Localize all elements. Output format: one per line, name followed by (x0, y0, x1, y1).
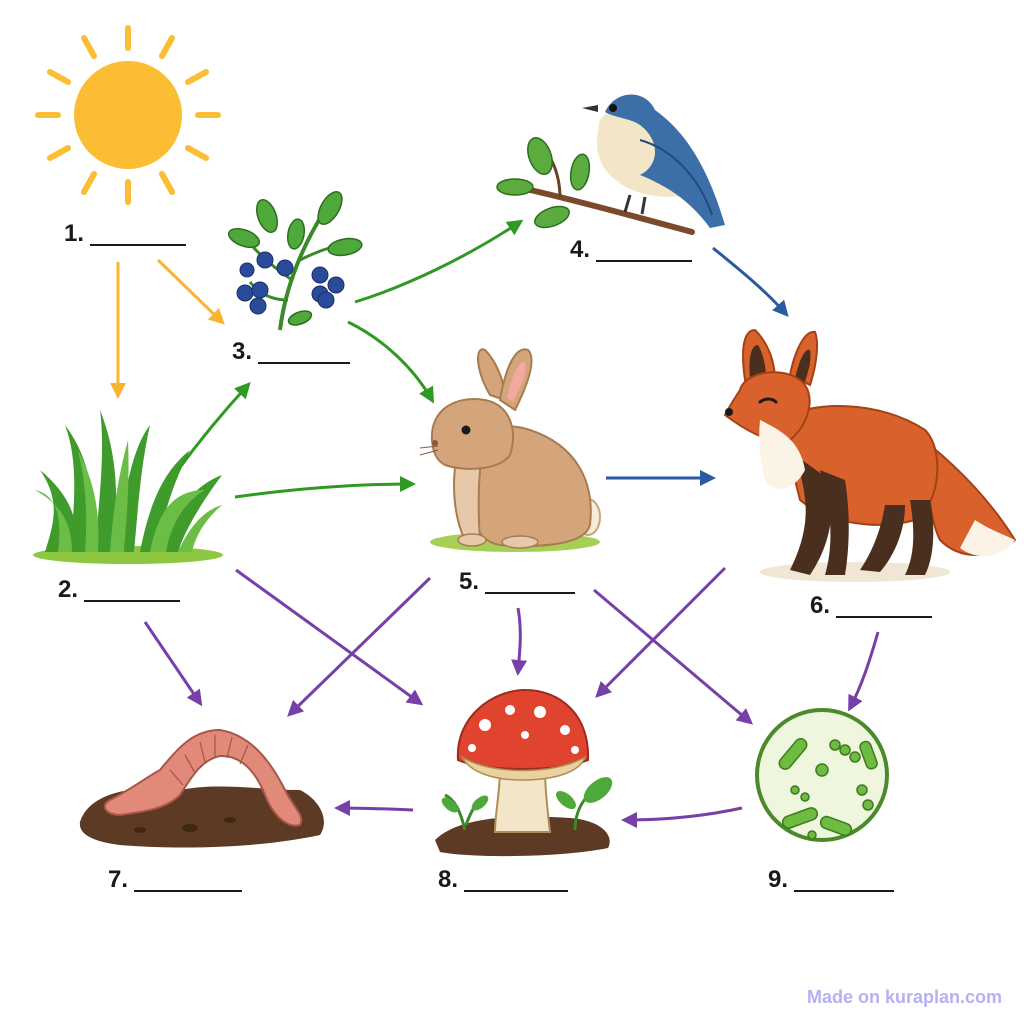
earthworm-icon (79, 728, 324, 848)
label-3: 3. (232, 340, 351, 364)
label-1: 1. (64, 222, 187, 246)
arrow-mushroom-to-worm (334, 800, 414, 817)
label-5: 5. (459, 570, 576, 594)
answer-blank-2[interactable] (84, 584, 181, 602)
answer-blank-6[interactable] (836, 600, 933, 618)
arrow-bird-to-fox (712, 246, 789, 318)
arrow-fox-to-bacteria (848, 631, 880, 712)
rabbit-icon (419, 348, 601, 552)
fox-icon (723, 328, 1017, 582)
arrow-grass-to-bush (176, 382, 251, 471)
label-2: 2. (58, 578, 181, 602)
answer-blank-5[interactable] (485, 576, 576, 594)
arrow-bush-to-bird (354, 219, 524, 304)
arrow-sun-to-bush (156, 258, 225, 325)
answer-blank-3[interactable] (258, 346, 351, 364)
answer-blank-4[interactable] (596, 244, 693, 262)
label-9: 9. (768, 868, 895, 892)
arrow-grass-to-rabbit (234, 476, 416, 499)
label-7: 7. (108, 868, 243, 892)
bird-icon (496, 94, 725, 235)
label-4: 4. (570, 238, 693, 262)
bacteria-icon (755, 708, 889, 842)
arrow-bacteria-to-mushroom (621, 806, 743, 828)
arrow-rabbit-to-worm (287, 576, 432, 717)
watermark[interactable]: Made on kuraplan.com (806, 987, 1002, 1007)
blueberry-bush-icon (227, 191, 363, 331)
arrow-rabbit-to-mushroom (511, 607, 528, 676)
label-8: 8. (438, 868, 569, 892)
answer-blank-8[interactable] (464, 874, 569, 892)
arrow-fox-to-mushroom (595, 566, 727, 698)
sun-icon (35, 25, 221, 205)
mushroom-icon (435, 688, 613, 857)
arrow-bush-to-rabbit (347, 320, 434, 404)
grass-icon (33, 410, 223, 564)
arrow-rabbit-to-bacteria (593, 588, 754, 725)
arrow-grass-to-mushroom (235, 568, 424, 706)
label-6: 6. (810, 594, 933, 618)
answer-blank-1[interactable] (90, 228, 187, 246)
answer-blank-9[interactable] (794, 874, 895, 892)
arrow-grass-to-worm (143, 621, 203, 707)
answer-blank-7[interactable] (134, 874, 243, 892)
